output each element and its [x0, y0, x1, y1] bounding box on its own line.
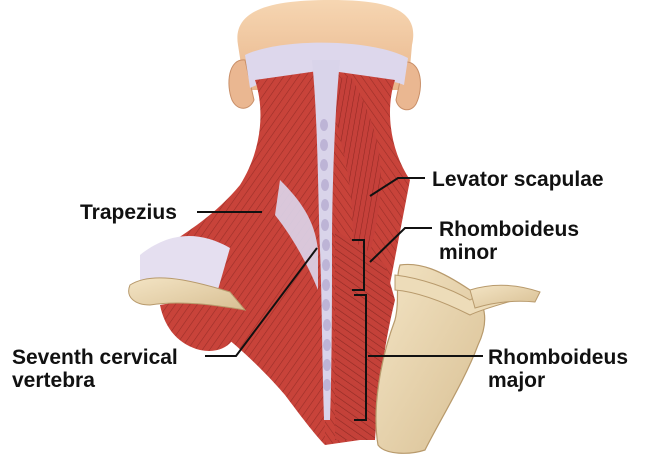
trapezius-left — [160, 70, 325, 445]
label-seventh-cervical-vertebra: Seventh cervical vertebra — [12, 346, 178, 392]
left-acromion — [128, 277, 247, 311]
label-rhomboideus-minor-line2: minor — [439, 241, 498, 264]
vertebral-processes — [320, 119, 331, 391]
leader-levator — [369, 177, 425, 197]
leader-seventh — [205, 247, 318, 357]
levator-scapulae-muscle — [333, 75, 381, 270]
label-levator-scapulae-text: Levator scapulae — [432, 168, 604, 191]
leader-rh-minor — [369, 227, 432, 263]
leader-lines — [197, 177, 483, 421]
left-deltoid — [160, 302, 240, 351]
bracket-rh-minor — [352, 239, 365, 291]
label-rhomboideus-minor-line1: Rhomboideus — [439, 218, 579, 241]
label-seventh-cervical-line2: vertebra — [12, 369, 95, 392]
label-trapezius: Trapezius — [80, 201, 177, 224]
label-rhomboideus-major: Rhomboideus major — [488, 346, 628, 392]
label-levator-scapulae: Levator scapulae — [432, 168, 604, 191]
label-seventh-cervical-line1: Seventh cervical — [12, 346, 178, 369]
label-rhomboideus-minor: Rhomboideus minor — [439, 218, 579, 264]
label-trapezius-text: Trapezius — [80, 201, 177, 224]
label-rhomboideus-major-line2: major — [488, 369, 546, 392]
right-acromion — [469, 284, 541, 309]
bracket-rh-major — [354, 294, 367, 421]
left-ear — [228, 59, 255, 109]
label-rhomboideus-major-line1: Rhomboideus — [488, 346, 628, 369]
